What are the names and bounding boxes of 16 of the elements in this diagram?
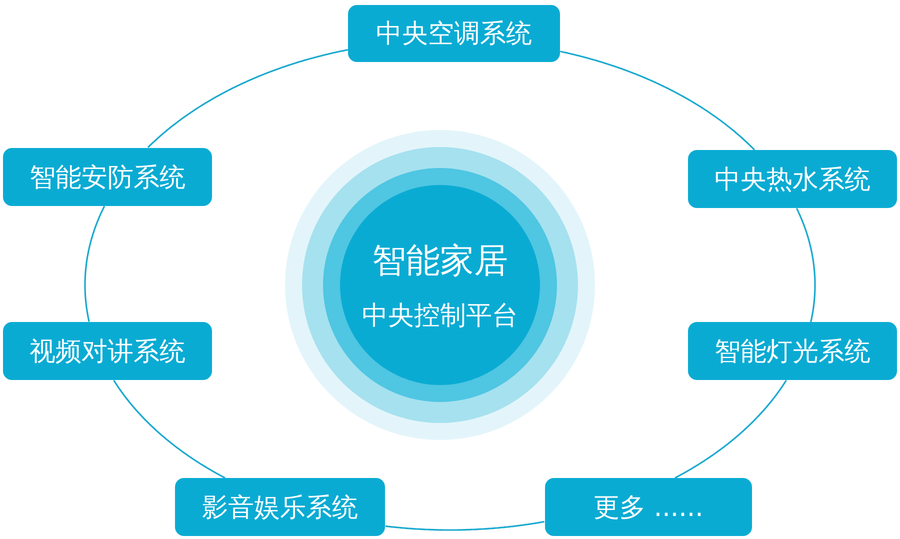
- connector-line: [84, 206, 106, 322]
- connector-line: [385, 520, 544, 531]
- connector-line: [113, 380, 226, 479]
- connector-line: [674, 380, 787, 479]
- hub-title: 智能家居: [372, 240, 508, 282]
- system-box: 智能灯光系统: [688, 322, 897, 380]
- connector-line: [560, 50, 755, 150]
- connector-line: [796, 208, 816, 322]
- system-box: 智能安防系统: [3, 148, 212, 206]
- system-box: 影音娱乐系统: [175, 478, 385, 536]
- system-box: 更多 ......: [545, 478, 752, 536]
- system-box: 中央热水系统: [688, 150, 897, 208]
- hub-subtitle: 中央控制平台: [362, 300, 518, 332]
- system-box: 中央空调系统: [348, 5, 560, 62]
- connector-line: [147, 49, 348, 148]
- system-box: 视频对讲系统: [3, 322, 212, 380]
